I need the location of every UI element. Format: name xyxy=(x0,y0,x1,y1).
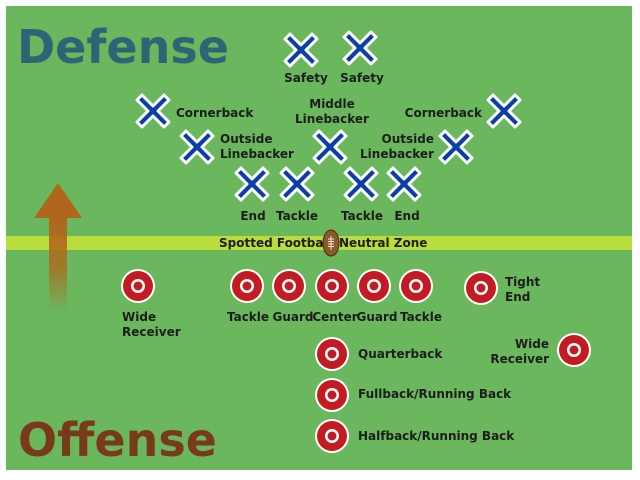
label-tackle-right-offense: Tackle xyxy=(399,310,443,324)
ring-icon xyxy=(315,269,349,303)
direction-arrow-icon xyxy=(34,183,82,312)
label-guard-left: Guard xyxy=(272,310,314,324)
label-outside-linebacker-right-line1: Outside xyxy=(381,132,434,146)
ring-icon xyxy=(121,269,155,303)
ring-icon xyxy=(315,378,349,412)
offense-title: Offense xyxy=(18,413,217,467)
label-end-right: End xyxy=(394,209,420,223)
label-tackle-left-offense: Tackle xyxy=(226,310,270,324)
ring-icon xyxy=(272,269,306,303)
ring-icon xyxy=(399,269,433,303)
label-tackle-left-defense: Tackle xyxy=(275,209,319,223)
label-outside-linebacker-left-line1: Outside xyxy=(220,132,273,146)
line-of-scrimmage xyxy=(6,236,632,250)
label-middle-linebacker-line1: Middle xyxy=(309,97,355,111)
label-wide-receiver-right-line2: Receiver xyxy=(490,352,549,366)
label-quarterback: Quarterback xyxy=(358,347,443,361)
label-tight-end: Tight End xyxy=(505,275,540,305)
label-safety-right: Safety xyxy=(340,71,384,85)
label-wide-receiver-left: Wide Receiver xyxy=(122,310,181,340)
label-tight-end-line1: Tight xyxy=(505,275,541,289)
ring-icon xyxy=(315,337,349,371)
label-wide-receiver-right: Wide Receiver xyxy=(490,337,549,367)
ring-icon xyxy=(557,333,591,367)
label-cornerback-right: Cornerback xyxy=(404,106,482,120)
label-safety-left: Safety xyxy=(284,71,328,85)
spotted-football-label: Spotted Footba xyxy=(219,236,324,250)
label-outside-linebacker-right: Outside Linebacker xyxy=(360,132,434,162)
label-tight-end-line2: End xyxy=(505,290,531,304)
label-center: Center xyxy=(312,310,358,324)
label-middle-linebacker: Middle Linebacker xyxy=(295,97,369,127)
neutral-zone-label: Neutral Zone xyxy=(339,236,428,250)
label-halfback: Halfback/Running Back xyxy=(358,429,515,443)
ring-icon xyxy=(315,419,349,453)
label-cornerback-left: Cornerback xyxy=(176,106,254,120)
defense-title: Defense xyxy=(17,20,229,74)
label-guard-right: Guard xyxy=(356,310,398,324)
ring-icon xyxy=(464,271,498,305)
label-fullback: Fullback/Running Back xyxy=(358,387,512,401)
label-wide-receiver-right-line1: Wide xyxy=(514,337,549,351)
label-tackle-right-defense: Tackle xyxy=(340,209,384,223)
label-outside-linebacker-right-line2: Linebacker xyxy=(360,147,434,161)
football-icon xyxy=(322,229,340,257)
label-end-left: End xyxy=(240,209,266,223)
ring-icon xyxy=(357,269,391,303)
label-outside-linebacker-left-line2: Linebacker xyxy=(220,147,294,161)
label-outside-linebacker-left: Outside Linebacker xyxy=(220,132,294,162)
label-wide-receiver-left-line1: Wide xyxy=(122,310,157,324)
label-middle-linebacker-line2: Linebacker xyxy=(295,112,369,126)
label-wide-receiver-left-line2: Receiver xyxy=(122,325,181,339)
ring-icon xyxy=(230,269,264,303)
